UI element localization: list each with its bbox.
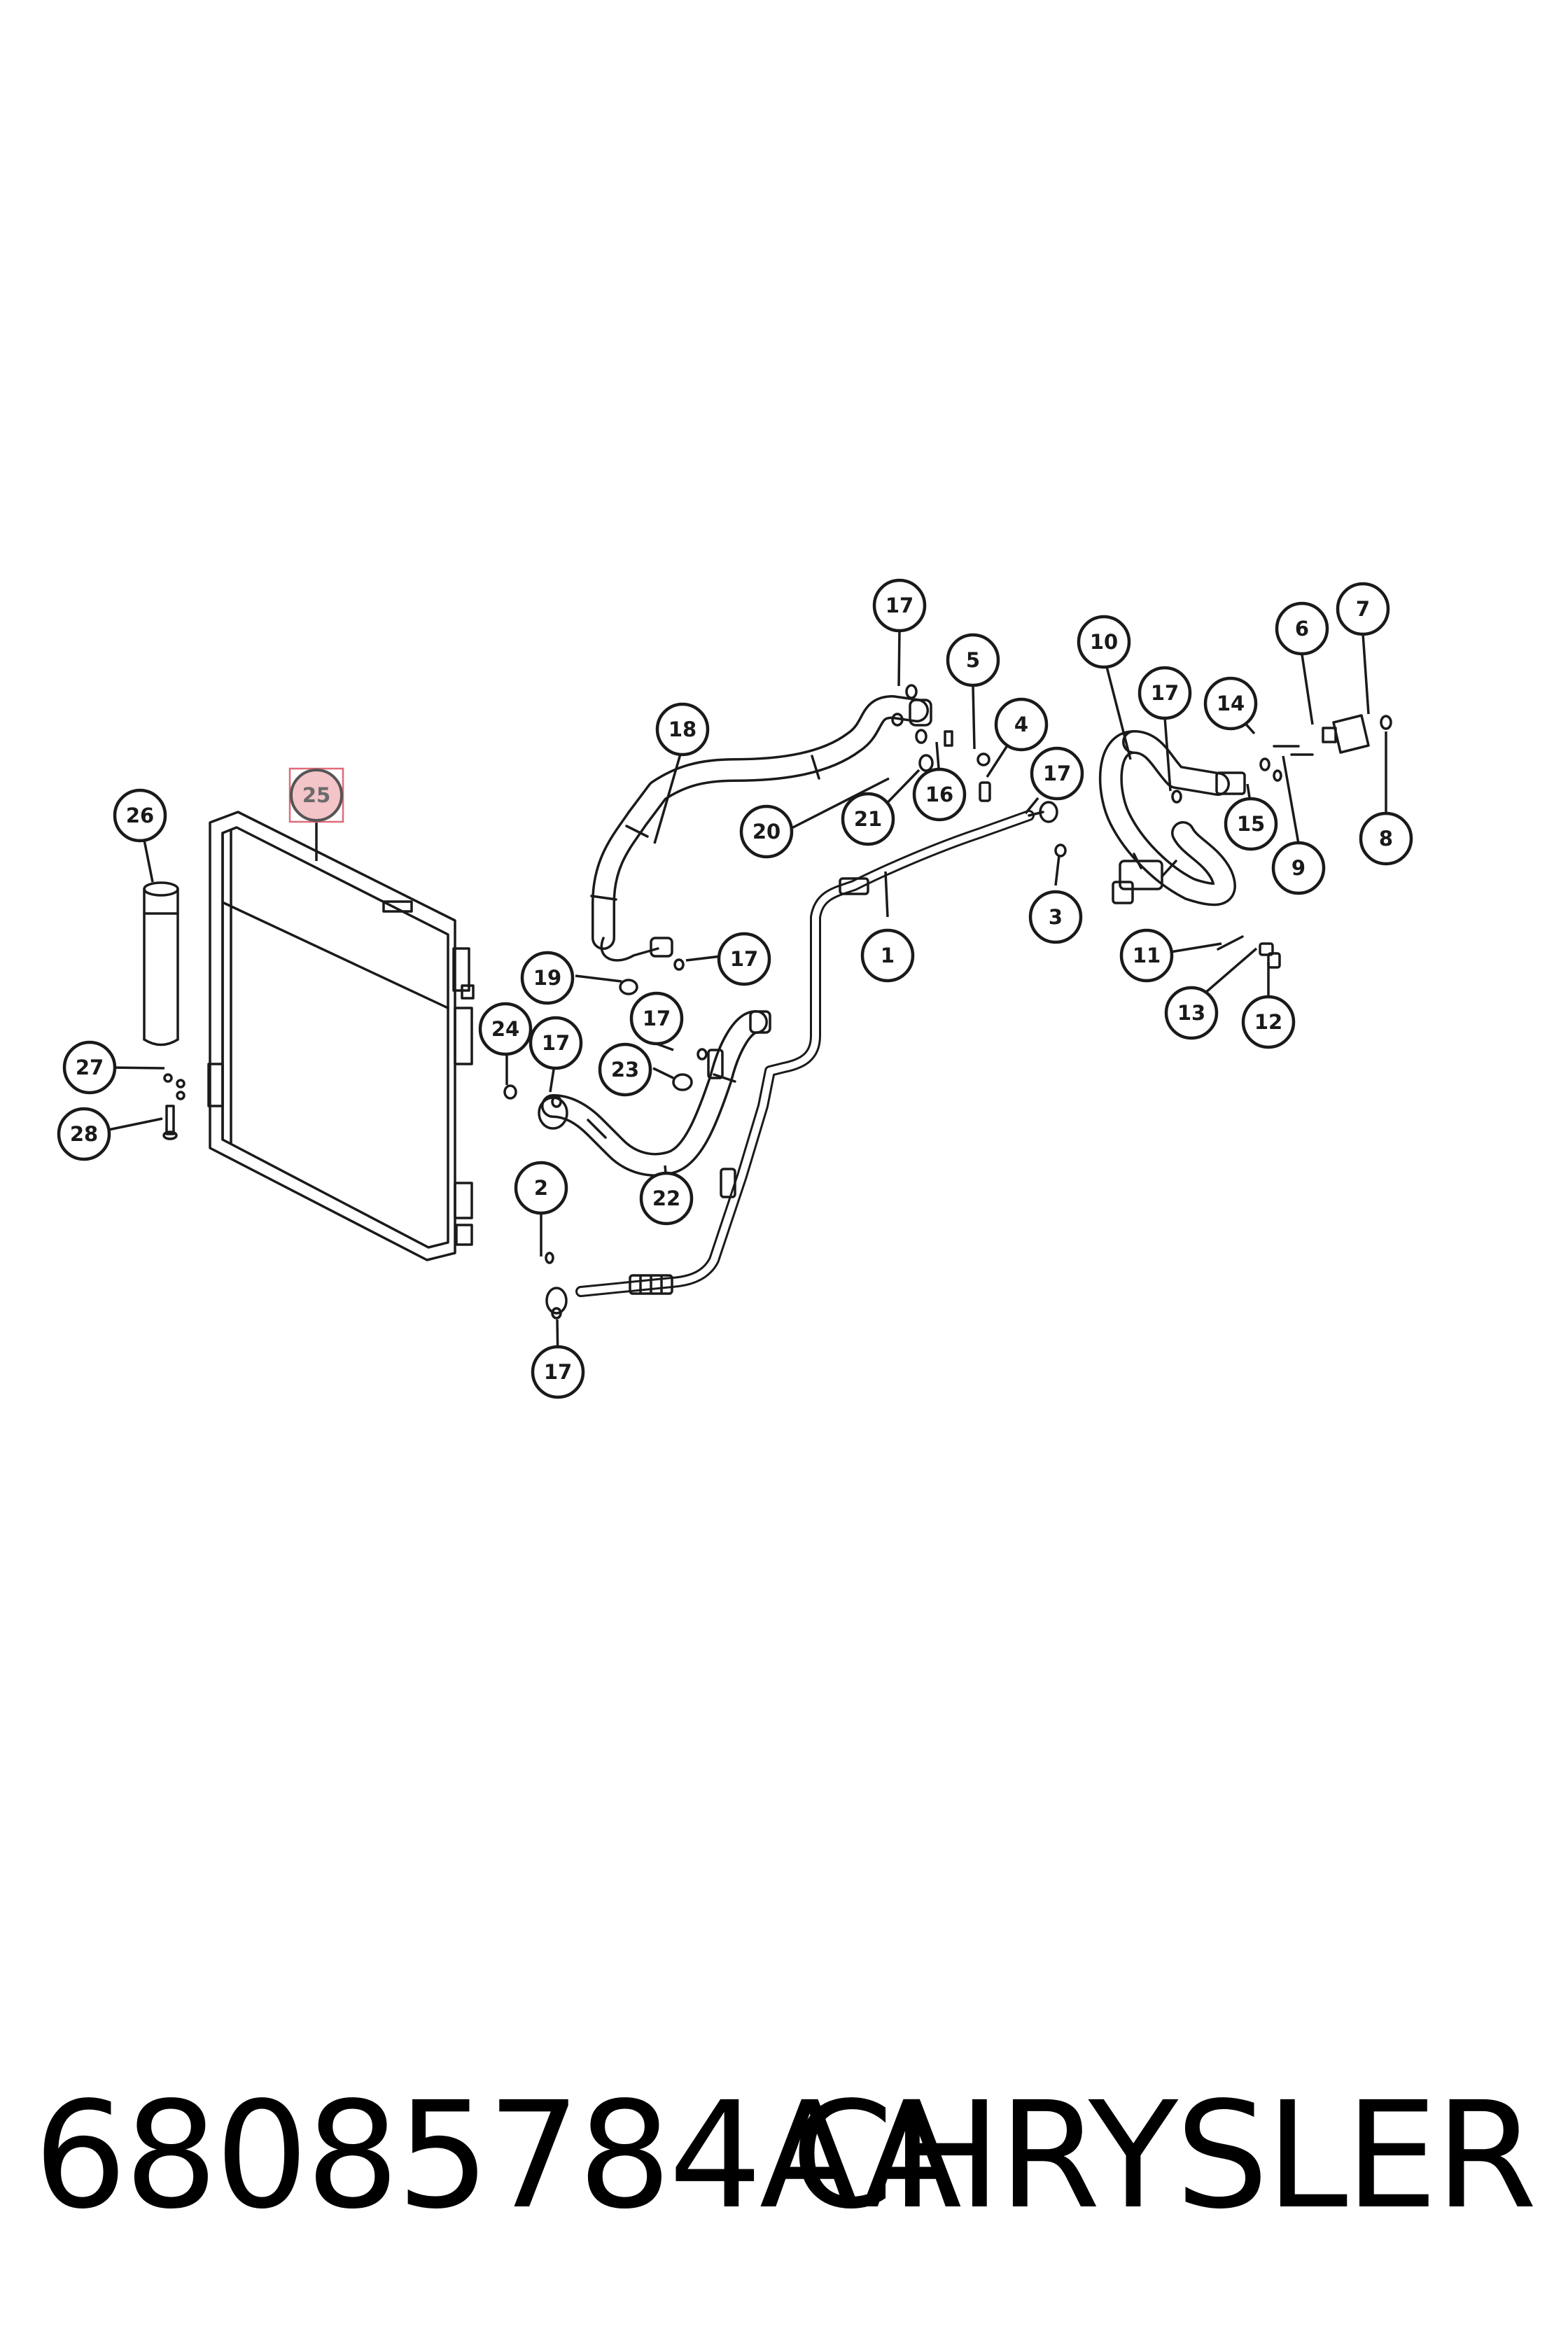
callout-3-label: 3 (1049, 905, 1063, 929)
callout-2-label: 2 (534, 1176, 548, 1200)
part-number: 68085784AA (34, 2070, 962, 2241)
callout-11: 11 (1119, 928, 1174, 983)
callout-3: 3 (1028, 890, 1083, 944)
callout-17-left-label: 17 (542, 1031, 570, 1055)
callout-22: 22 (639, 1171, 694, 1226)
callout-1-label: 1 (881, 944, 895, 967)
callout-28: 28 (57, 1107, 111, 1161)
brand-name: CHRYSLER (790, 2070, 1537, 2241)
expansion-valve-drawing (1217, 714, 1392, 969)
leader-lines (104, 629, 1387, 1362)
callout-11-label: 11 (1133, 944, 1161, 967)
callout-13-label: 13 (1177, 1001, 1205, 1025)
callout-21: 21 (841, 792, 895, 846)
callout-4: 4 (994, 697, 1049, 752)
callout-17-hose22-label: 17 (643, 1007, 671, 1030)
callout-21-label: 21 (854, 807, 882, 831)
callout-14: 14 (1203, 676, 1258, 731)
seals-drawing (503, 684, 1182, 1320)
callout-17-hose22: 17 (629, 991, 684, 1046)
parts-diagram: 1 2 3 4 5 6 7 8 9 10 11 12 13 14 15 16 1… (57, 578, 1413, 1399)
callout-17-left: 17 (528, 1016, 583, 1070)
liquid-line-1-drawing (545, 801, 1058, 1315)
fasteners-drawing (162, 1073, 186, 1140)
callout-27-label: 27 (76, 1056, 104, 1079)
callout-26-label: 26 (126, 804, 154, 827)
callout-7-label: 7 (1356, 597, 1370, 621)
callout-5: 5 (946, 633, 1000, 687)
callout-8: 8 (1359, 811, 1413, 866)
callout-2: 2 (514, 1161, 568, 1215)
callout-24-label: 24 (491, 1017, 519, 1041)
callout-12: 12 (1241, 995, 1296, 1049)
callout-4-label: 4 (1014, 713, 1028, 736)
callout-17-hose10: 17 (1138, 666, 1192, 720)
hose-10-drawing (1098, 730, 1246, 906)
callout-16-label: 16 (925, 783, 953, 806)
callout-20: 20 (739, 804, 794, 859)
condenser-drawing (207, 811, 475, 1261)
callout-22-label: 22 (652, 1186, 680, 1210)
callout-13: 13 (1164, 986, 1219, 1040)
callout-8-label: 8 (1379, 827, 1393, 850)
callout-12-label: 12 (1254, 1010, 1282, 1034)
callout-1: 1 (860, 928, 915, 983)
callout-7: 7 (1336, 582, 1390, 636)
discharge-hose-22-drawing (538, 1010, 771, 1177)
callout-10-label: 10 (1090, 630, 1118, 654)
suction-hose-18-drawing (590, 695, 932, 962)
callout-19: 19 (520, 951, 575, 1005)
callout-17-hose18-label: 17 (730, 947, 758, 971)
callout-17-bottom-label: 17 (544, 1360, 572, 1384)
callout-23: 23 (598, 1042, 652, 1097)
callout-14-label: 14 (1217, 692, 1245, 715)
callout-17-top-label: 17 (886, 594, 913, 617)
callout-9: 9 (1271, 841, 1326, 895)
callout-17-hose10-label: 17 (1151, 681, 1179, 705)
callout-15: 15 (1224, 797, 1278, 851)
callout-19-label: 19 (533, 966, 561, 990)
callout-25-label: 25 (302, 783, 330, 807)
callout-17-top: 17 (872, 578, 927, 633)
receiver-drier-drawing (143, 881, 179, 1046)
callout-17-line1-label: 17 (1043, 762, 1071, 785)
callout-18-label: 18 (668, 718, 696, 741)
callout-6-label: 6 (1295, 617, 1309, 640)
callout-26: 26 (113, 788, 167, 843)
callout-20-label: 20 (752, 820, 780, 844)
callout-17-hose18: 17 (717, 932, 771, 986)
callout-6: 6 (1275, 601, 1329, 656)
callout-10: 10 (1077, 615, 1131, 669)
callout-9-label: 9 (1292, 856, 1306, 880)
callout-17-bottom: 17 (531, 1345, 585, 1399)
callout-5-label: 5 (966, 648, 980, 672)
callout-18: 18 (655, 702, 710, 757)
callout-16: 16 (912, 767, 967, 822)
callout-23-label: 23 (611, 1058, 639, 1082)
callout-17-line1: 17 (1030, 746, 1084, 801)
callout-15-label: 15 (1237, 812, 1265, 836)
callout-27: 27 (62, 1040, 117, 1095)
callout-25-highlighted: 25 (288, 767, 344, 823)
callout-28-label: 28 (70, 1122, 98, 1146)
callouts: 1 2 3 4 5 6 7 8 9 10 11 12 13 14 15 16 1… (57, 578, 1413, 1399)
callout-24: 24 (478, 1002, 533, 1056)
footer: 68085784AA CHRYSLER (0, 2065, 1568, 2247)
